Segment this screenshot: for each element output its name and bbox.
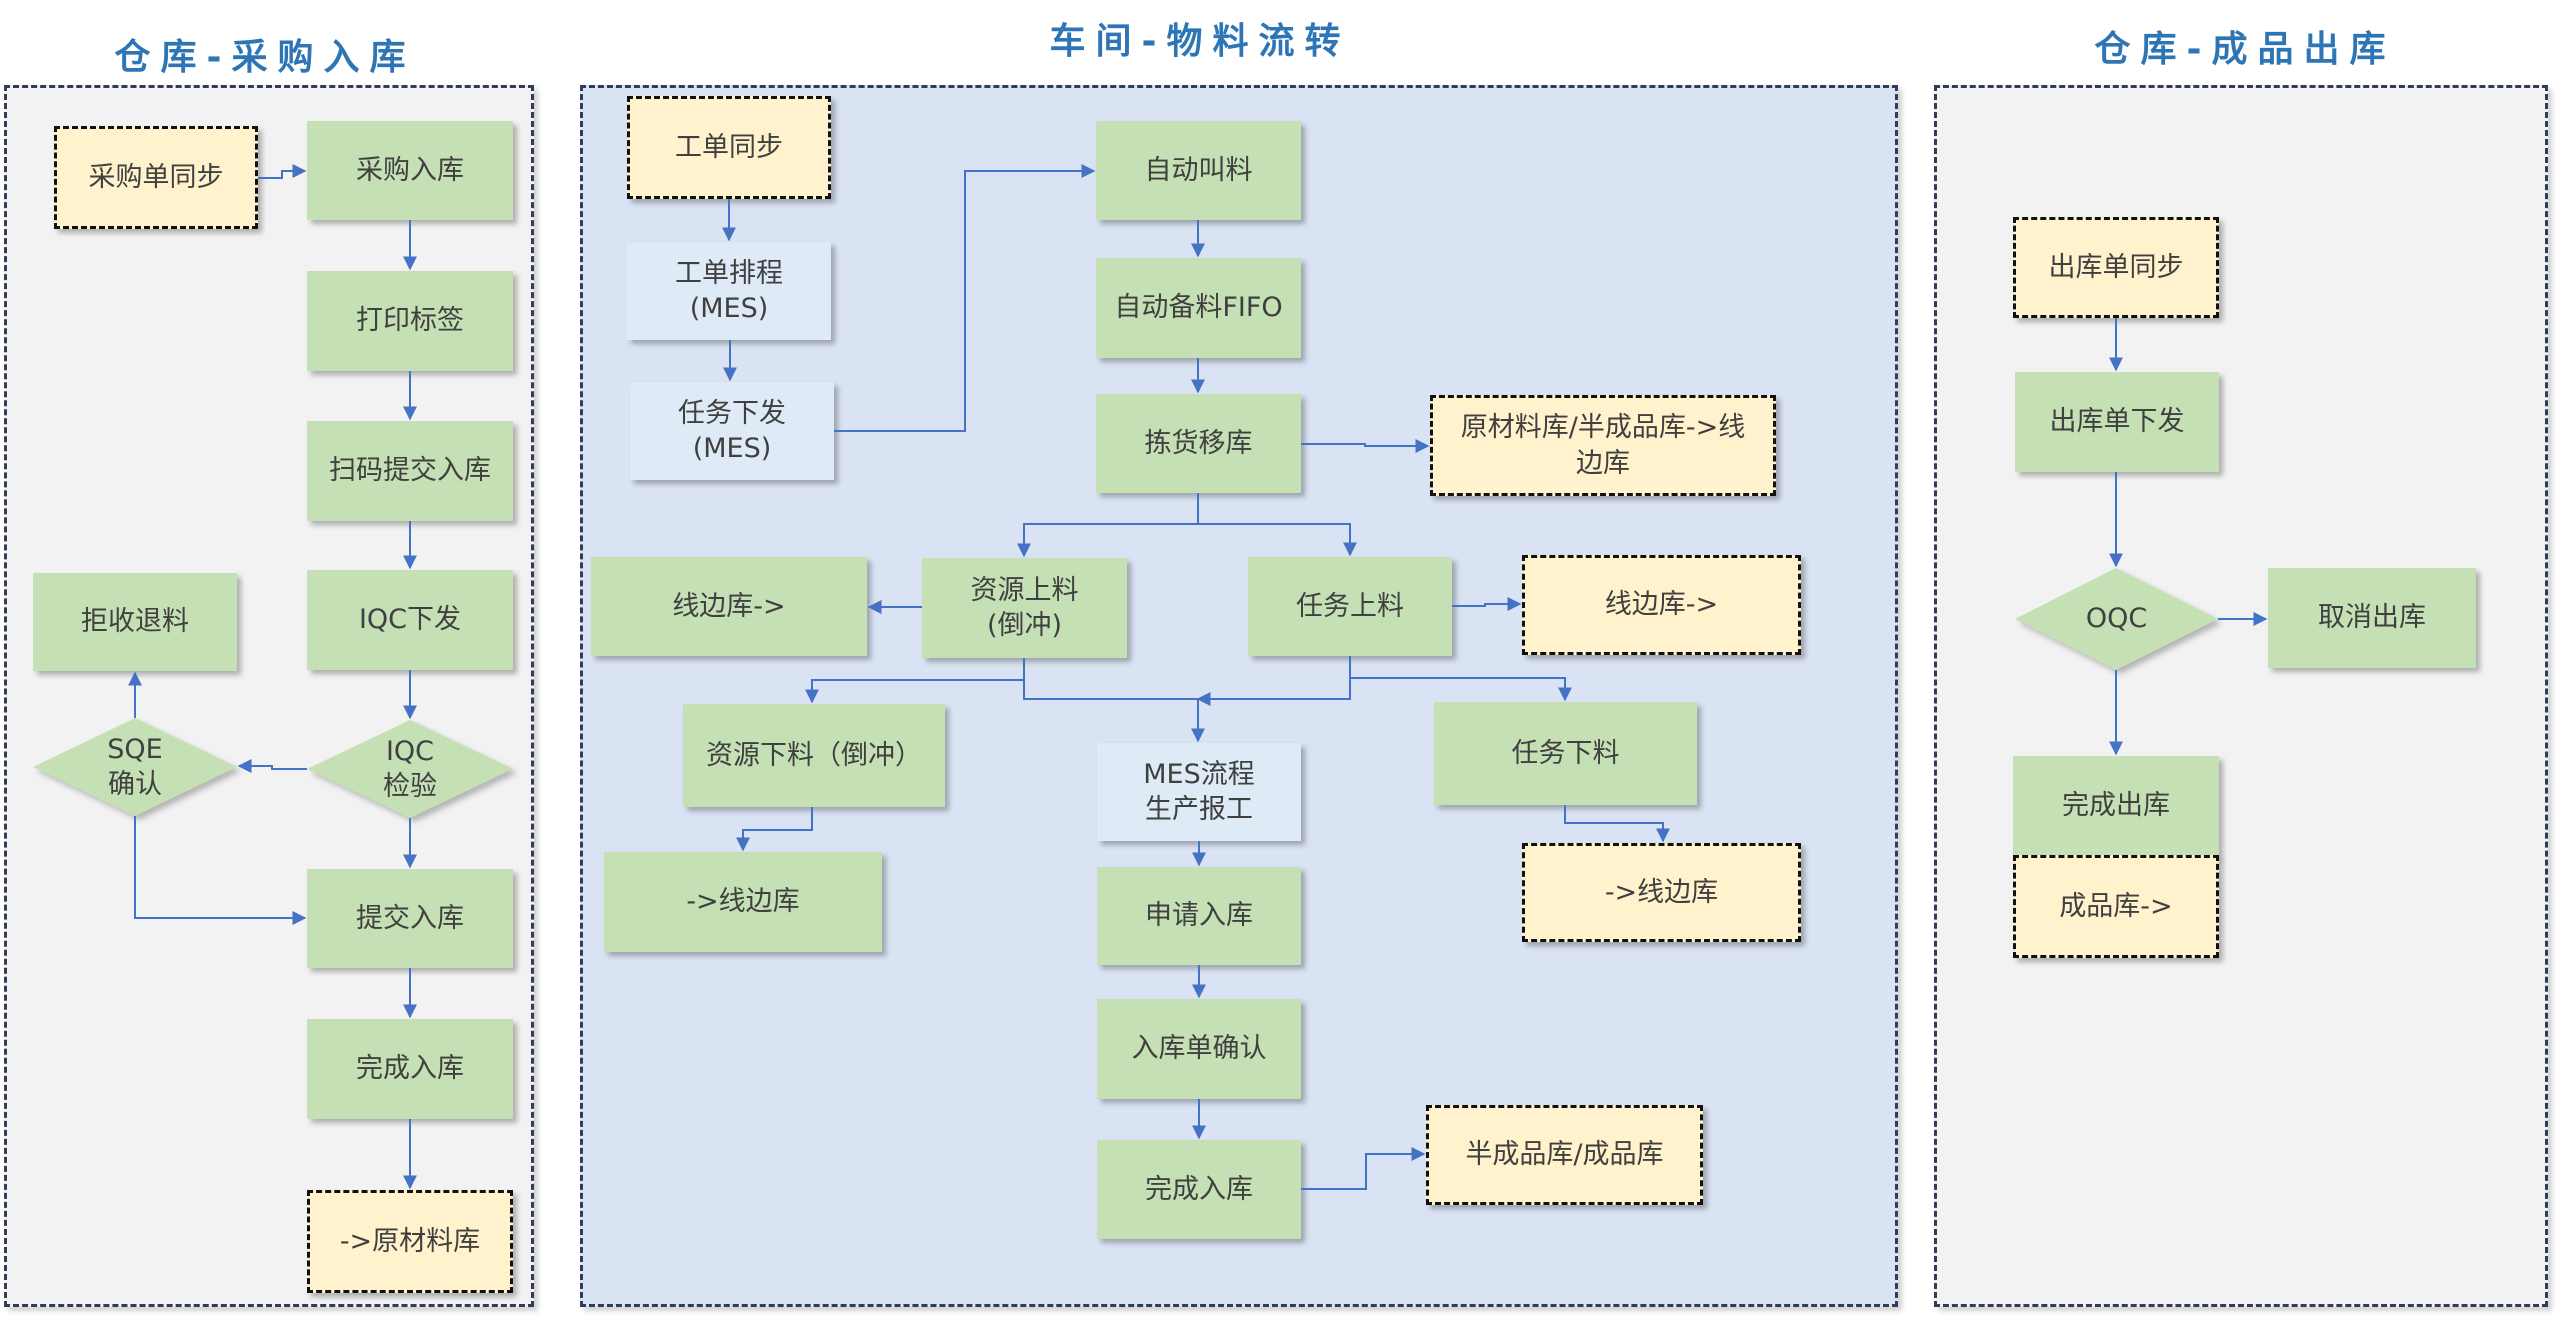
node-raw-semi-to-line[interactable]: 原材料库/半成品库->线 边库	[1430, 395, 1776, 496]
node-line-out-left[interactable]: 线边库->	[591, 557, 867, 656]
node-finished-wh-out[interactable]: 成品库->	[2013, 855, 2219, 958]
node-task-unload[interactable]: 任务下料	[1434, 702, 1697, 805]
node-scan-submit[interactable]: 扫码提交入库	[307, 421, 513, 521]
section-title-purchase: 仓库-采购入库	[114, 37, 416, 78]
node-reject-return[interactable]: 拒收退料	[33, 573, 237, 671]
node-submit-inbound[interactable]: 提交入库	[307, 869, 513, 968]
node-semi-finished-warehouse[interactable]: 半成品库/成品库	[1426, 1105, 1703, 1205]
oqc-diamond[interactable]	[2015, 568, 2218, 670]
node-pick-move[interactable]: 拣货移库	[1096, 394, 1301, 493]
node-resource-feed[interactable]: 资源上料 (倒冲)	[922, 558, 1127, 658]
node-print-label[interactable]: 打印标签	[307, 271, 513, 371]
node-task-feed[interactable]: 任务上料	[1248, 557, 1452, 656]
node-to-raw-warehouse[interactable]: ->原材料库	[307, 1190, 513, 1293]
node-complete-inbound[interactable]: 完成入库	[307, 1019, 513, 1119]
node-inbound-confirm[interactable]: 入库单确认	[1097, 999, 1301, 1099]
node-so-issue[interactable]: 出库单下发	[2015, 372, 2219, 472]
node-cancel-out[interactable]: 取消出库	[2268, 568, 2476, 668]
node-to-line-left[interactable]: ->线边库	[604, 852, 882, 952]
sqe-diamond[interactable]	[33, 718, 237, 816]
node-mes-report[interactable]: MES流程 生产报工	[1097, 743, 1301, 841]
node-po-sync[interactable]: 采购单同步	[54, 126, 258, 229]
node-po-receive[interactable]: 采购入库	[307, 121, 513, 220]
section-title-workshop: 车间-物料流转	[1049, 21, 1351, 62]
node-iqc-check-label: IQC 检验	[383, 735, 437, 802]
node-sqe-confirm-label: SQE 确认	[107, 733, 163, 800]
node-task-issue[interactable]: 任务下发 (MES)	[630, 382, 834, 480]
section-title-shipping: 仓库-成品出库	[2094, 29, 2396, 70]
node-wo-sync[interactable]: 工单同步	[627, 96, 831, 199]
node-to-line-right[interactable]: ->线边库	[1522, 843, 1801, 942]
node-line-out-right[interactable]: 线边库->	[1522, 555, 1801, 655]
node-auto-call[interactable]: 自动叫料	[1096, 121, 1301, 220]
node-oqc-label: OQC	[2085, 603, 2148, 635]
node-complete-out[interactable]: 完成出库	[2013, 756, 2219, 856]
node-iqc-issue[interactable]: IQC下发	[307, 570, 513, 670]
node-auto-prep-fifo[interactable]: 自动备料FIFO	[1096, 258, 1301, 358]
iqc-diamond[interactable]	[307, 720, 513, 818]
node-so-sync[interactable]: 出库单同步	[2013, 217, 2219, 318]
node-workshop-complete-inbound[interactable]: 完成入库	[1097, 1140, 1301, 1239]
node-resource-unload[interactable]: 资源下料（倒冲）	[683, 704, 945, 807]
node-wo-schedule[interactable]: 工单排程 (MES)	[627, 242, 831, 340]
node-apply-inbound[interactable]: 申请入库	[1097, 867, 1301, 965]
